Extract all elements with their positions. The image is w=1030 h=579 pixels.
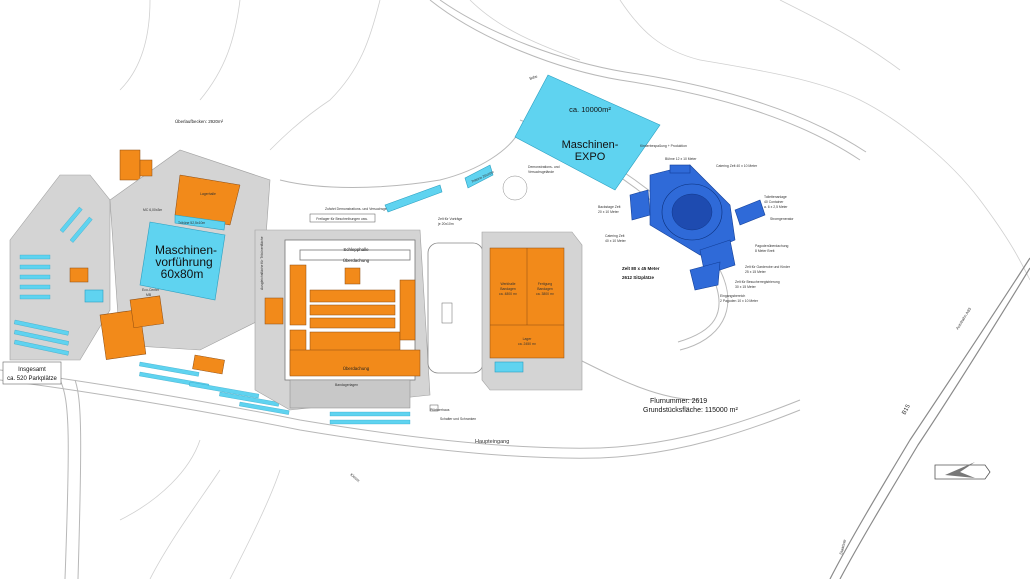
toilets-2: 40 Container [764,200,784,204]
gate-area: Schalter und Schranken Pförtnerhaus [429,404,476,421]
demo-title-2: vorführung [155,255,212,269]
terrain-contours [119,0,1030,579]
road-kies-label: Kiesw. [349,472,361,483]
gate-house-label: Pförtnerhaus [430,408,450,412]
central-halls: Schlepphalle Überdachung Überdachung Ban… [254,207,431,411]
site-info: Flurnummer: 2619 Grundstücksfläche: 1150… [475,398,738,445]
demo-area-field [139,221,226,301]
backstage-1: Backstage Zelt [598,205,620,209]
pagode-2: 8 Meter Breit [755,249,774,253]
backstage-2: 20 x 10 Meter [598,210,620,214]
hall-d-label: Bandagerlagen [335,383,358,387]
tent-dims-label: Zelt 80 x 45 Meter [622,266,660,271]
fertig-right-2: Bandagen [537,287,553,291]
entrance-1: Eingangsbereich [720,294,745,298]
warehouse-east: Werkhalle Bandagen ca. 4800 m² Fertigung… [481,231,583,391]
expo-title-1: Maschinen- [562,139,619,151]
tent-lectures-1: Zelt für Vorträge [438,217,462,221]
expo-area-label: ca. 10000m² [569,105,611,114]
hall-b-label: Überdachung [343,258,370,263]
demo-title-1: Maschinen- [155,243,217,257]
tribune-north: Tribüne 20x10m Zelt für Vorträge je 20x1… [384,164,560,226]
visitors-1: Zelt für Besucherregistrierung [735,280,780,284]
hall-c-label: Überdachung [343,366,370,371]
mc-label: MC 6,00x3m [143,208,162,212]
road-north-label: Bdw. [529,73,539,81]
entrance-2: 2 Pagoden 10 x 10 Meter [720,299,759,303]
seats-label: 2612 Sitzplätze [622,275,655,280]
road-autobahn-label: Autobahn A93 [955,306,973,331]
toilets-3: a. 6 x 2,5 Meter [764,205,788,209]
road-b15-label: B15 [901,403,912,416]
ring-area-label: Ausgleichsfläche für Tribünenfläche [260,236,264,290]
free-storage: Freilager für Beschreibungen usw. [309,213,376,223]
stage-label: Bühne 12 x 10 Meter [665,157,697,161]
garderobe-2: 25 x 15 Meter [745,270,767,274]
fertig-right-1: Fertigung [538,282,552,286]
parking-west [9,149,411,425]
road-bottom-label: Staatsstr [838,538,847,555]
main-entrance-label: Haupteingang [475,439,509,445]
svg-text:Lagerhalle: Lagerhalle [200,192,216,196]
building-lagerhalle [174,174,241,226]
maschinen-expo: ca. 10000m² Maschinen- EXPO [514,74,661,191]
catering-top-label: Catering Zelt 40 x 10 Meter [716,164,758,168]
parking-total-box: Insgesamt ca. 520 Parkplätze [2,361,62,385]
eco-center-sub: MB [146,293,152,297]
parcel-label: Flurnummer: 2619 [650,398,707,405]
parking-total-line1: Insgesamt [18,367,46,373]
fertig-left-3: ca. 4800 m² [499,292,518,296]
gaps-note-label: Zufahrt Demonstrations- und Versuchsgelä… [325,207,395,211]
hall-a-label: Schlepphalle [343,247,369,252]
toilets-1: Toilettenanlage [764,195,787,199]
event-tents: Bühne 12 x 10 Meter Kinderbespaßung + Pr… [598,144,794,303]
barrier-label: Schalter und Schranken [440,417,476,421]
demo-area: Tribüne 52,5x10m Maschinen- vorführung 6… [139,214,226,301]
fertig-right-3: ca. 3800 m² [536,292,555,296]
tribune-west [174,214,226,231]
tribune-west-label: Tribüne 52,5x10m [178,221,205,225]
overflow-basin-label: Überlaufbecken: 2920m² [175,119,224,124]
demo-title-3: 60x80m [161,267,204,281]
tent-lectures-2: je 20x10m [437,222,454,226]
visitors-2: 30 x 15 Meter [735,285,757,289]
garderobe-1: Zelt für Garderobe und Kinder [745,265,791,269]
power-label: Stromgenerator [770,217,794,221]
parking-rows [13,206,411,425]
area-label: Grundstücksfläche: 115000 m² [643,407,738,414]
open-area [427,242,484,374]
free-storage-label: Freilager für Beschreibungen usw. [316,217,368,221]
north-arrow-icon [934,462,991,480]
fertig-left-1: Werkhalle [500,282,515,286]
catering-side-1: Catering Zelt [605,234,624,238]
fertig-left-2: Bandagen [500,287,516,291]
eco-center-label: Eco-Center [142,288,160,292]
catering-side-2: 40 x 10 Meter [605,239,627,243]
pagode-1: Pagodenüberdachung [755,244,788,248]
lager-area: ca. 2450 m² [518,342,537,346]
demo-field-2: Versuchsgelände [528,170,554,174]
parking-total-line2: ca. 520 Parkplätze [7,376,57,382]
expo-title-2: EXPO [575,151,606,163]
demo-field-1: Demonstrations- und [528,165,560,169]
lager-label: Lager [523,337,533,341]
kinder-label: Kinderbespaßung + Produktion [640,144,687,148]
